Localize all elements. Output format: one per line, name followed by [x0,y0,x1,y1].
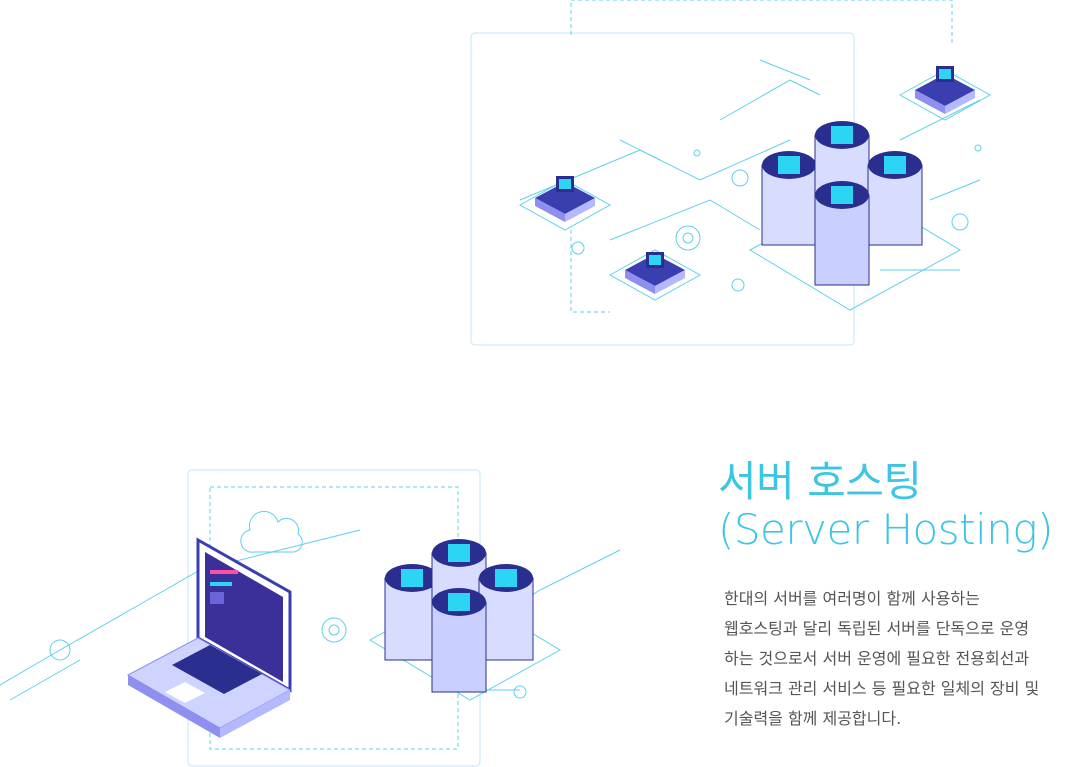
title-line-korean: 서버 호스팅 [718,457,922,506]
network-illustration-top [470,0,992,346]
section-title: 서버 호스팅 (Server Hosting) [718,458,1079,554]
description-line: 하는 것으로서 서버 운영에 필요한 전용회선과 [724,649,1030,668]
description-line: 기술력을 함께 제공합니다. [724,709,902,728]
server-hosting-section: 서버 호스팅 (Server Hosting) 한대의 서버를 여러명이 함께 … [718,458,1079,750]
monitor-icon [915,66,975,114]
server-rack-icon [384,539,534,693]
monitor-icon [535,176,595,222]
description-line: 한대의 서버를 여러명이 함께 사용하는 [724,589,980,608]
description-line: 웹호스팅과 달리 독립된 서버를 단독으로 운영 [724,619,1030,638]
laptop-server-illustration [0,469,621,767]
server-rack-icon [761,121,923,286]
description-line: 네트워크 관리 서비스 등 필요한 일체의 장비 및 [724,679,1040,698]
laptop-icon [126,537,292,738]
monitor-icon [625,252,685,294]
title-line-english: (Server Hosting) [718,505,1053,554]
section-description: 한대의 서버를 여러명이 함께 사용하는 웹호스팅과 달리 독립된 서버를 단독… [724,584,1079,734]
